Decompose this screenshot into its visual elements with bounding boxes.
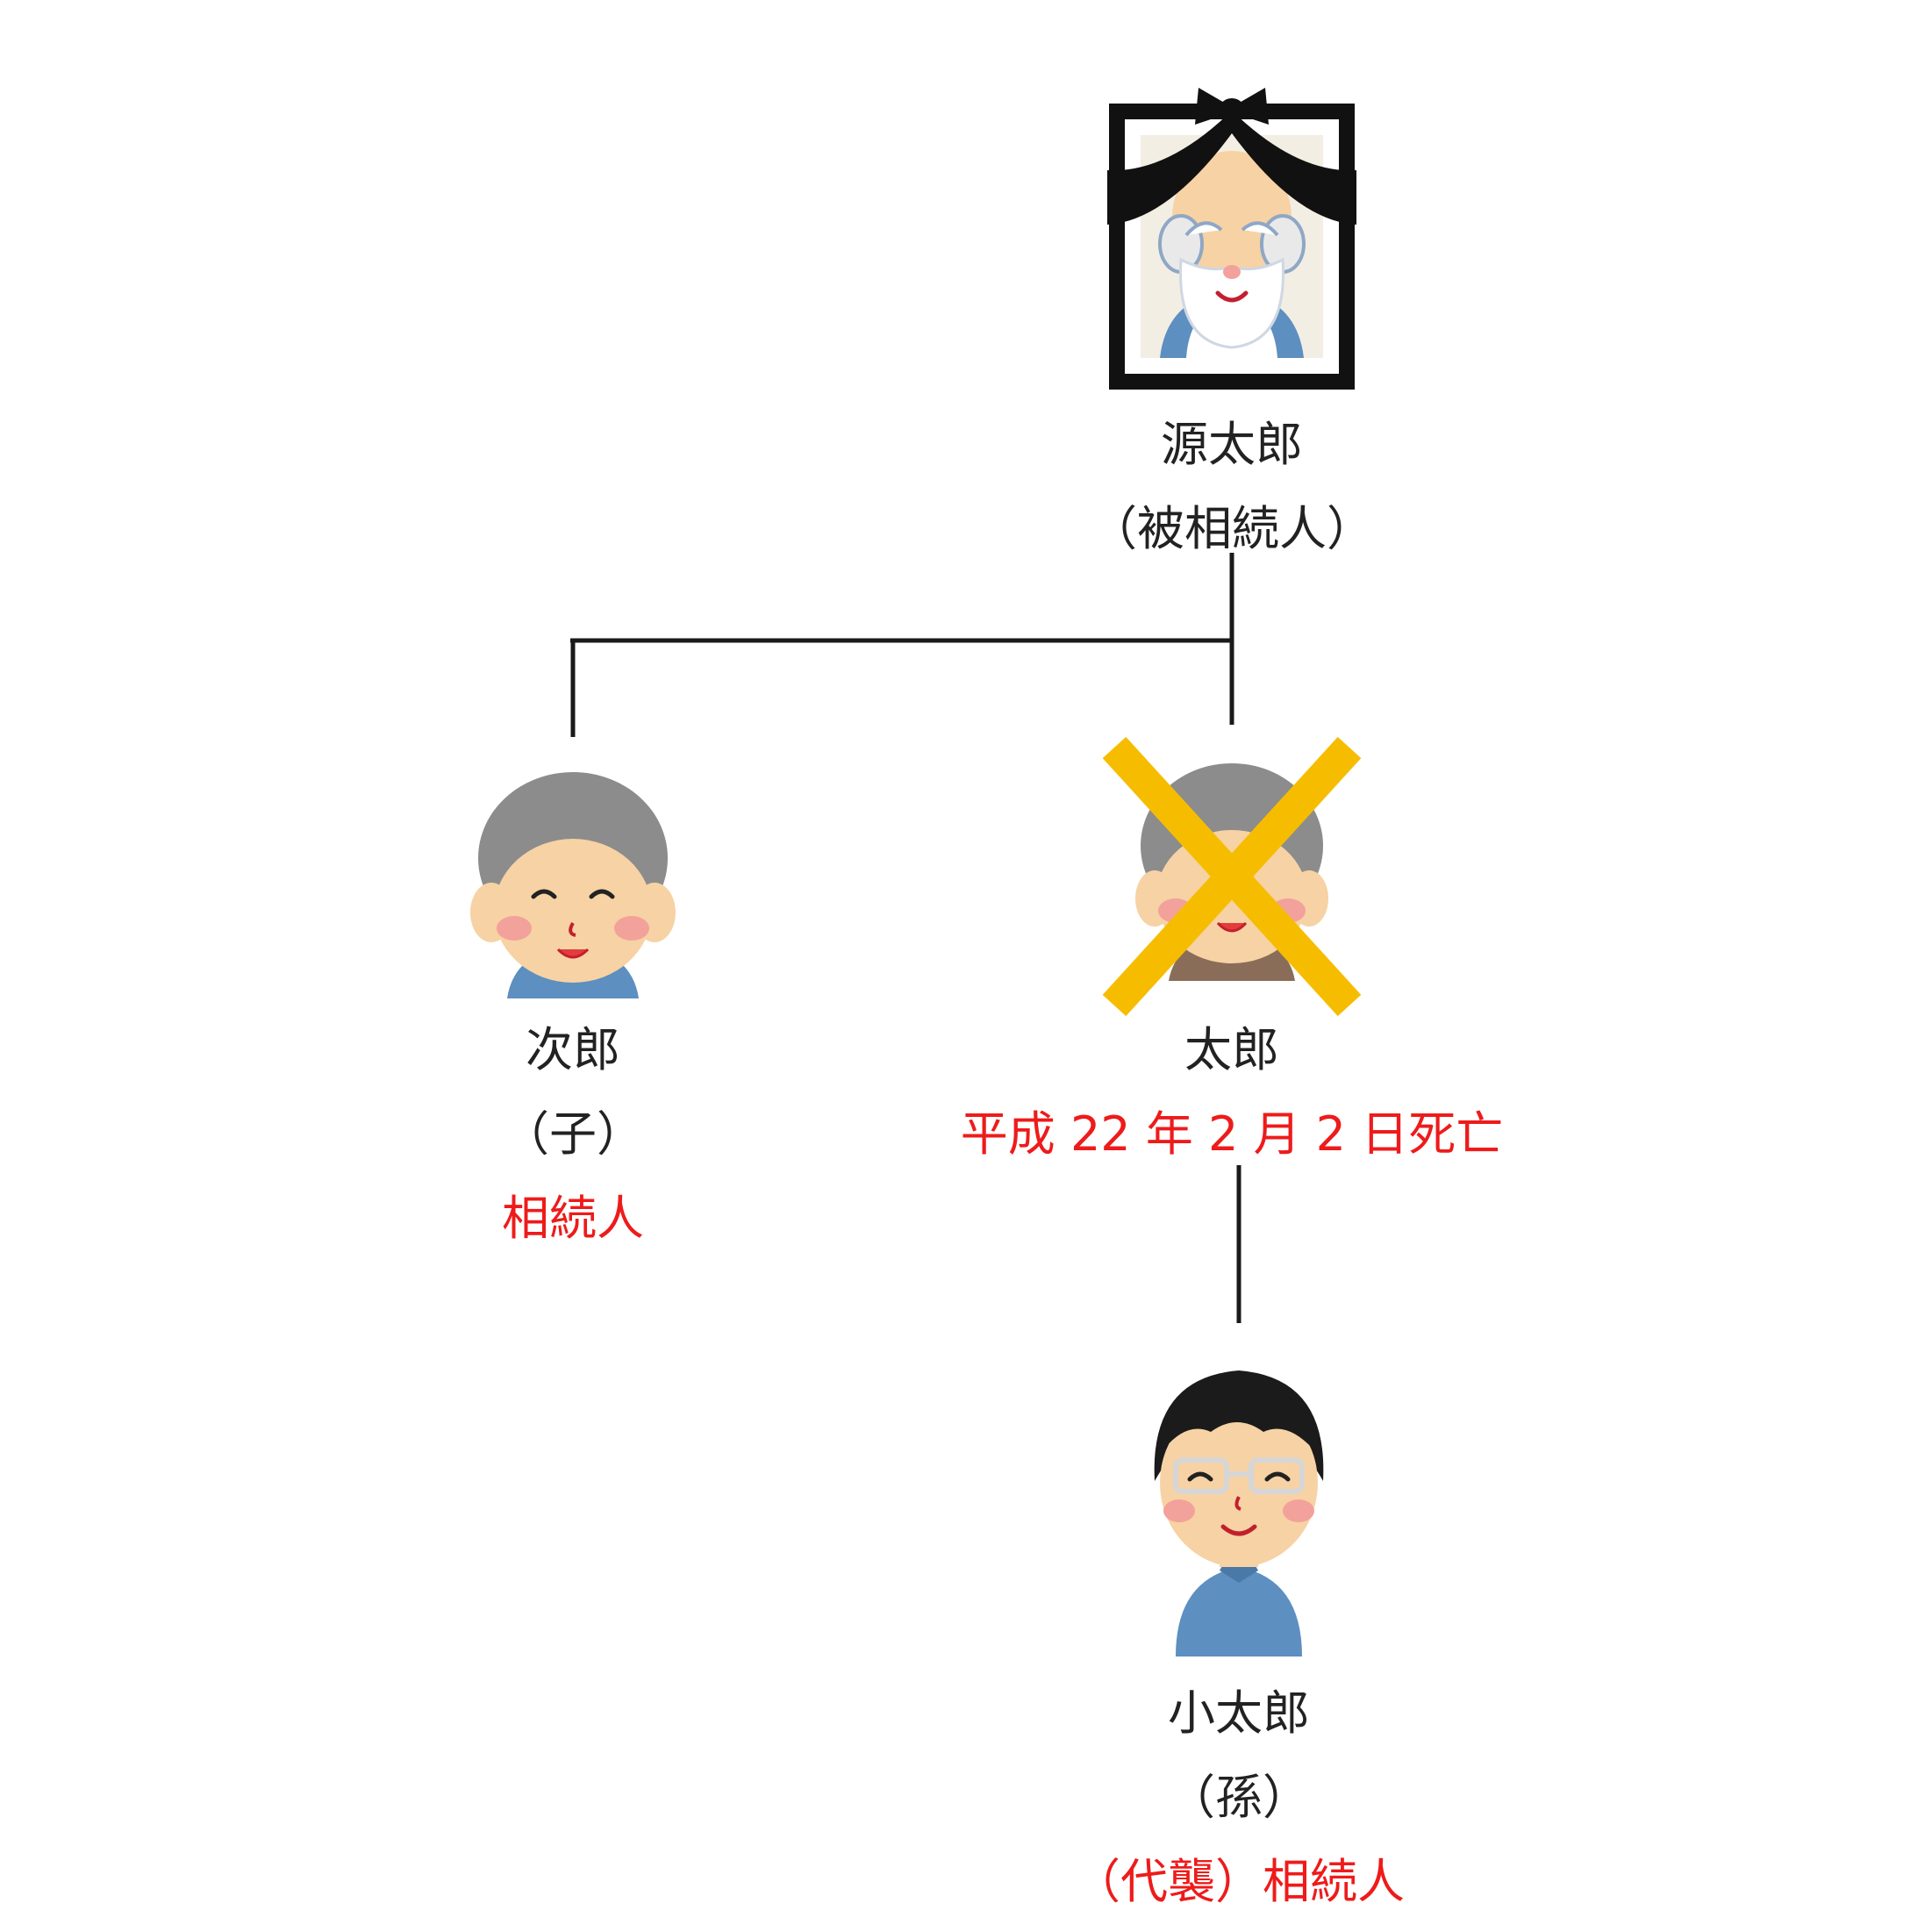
kotaro-role: （孫） (1168, 1770, 1310, 1826)
deceased-role: （被相続人） (1090, 501, 1374, 557)
elderly-man-crossed-icon (1102, 736, 1362, 1017)
young-man-glasses-icon (1154, 1370, 1324, 1657)
label-child-taro: 太郎 平成 22 年 2 月 2 日死亡 (961, 1020, 1503, 1165)
taro-name: 太郎 (1184, 1022, 1279, 1077)
elderly-man-icon (470, 772, 676, 998)
jiro-name: 次郎 (526, 1022, 620, 1077)
deceased-name: 源太郎 (1161, 417, 1303, 472)
label-deceased: 源太郎 （被相続人） (1090, 414, 1374, 560)
taro-status: 平成 22 年 2 月 2 日死亡 (960, 1106, 1504, 1163)
deceased-cross-mark (1102, 736, 1362, 1017)
tree-connectors (570, 553, 1241, 1323)
jiro-status: 相続人 (502, 1191, 644, 1247)
memorial-portrait-icon (1107, 88, 1356, 390)
label-grandchild: 小太郎 （孫） （代襲）相続人 (1073, 1683, 1405, 1914)
kotaro-status: （代襲）相続人 (1073, 1854, 1405, 1910)
kotaro-name: 小太郎 (1168, 1685, 1310, 1741)
label-child-jiro: 次郎 （子） 相続人 (502, 1020, 644, 1250)
jiro-role: （子） (502, 1106, 644, 1163)
